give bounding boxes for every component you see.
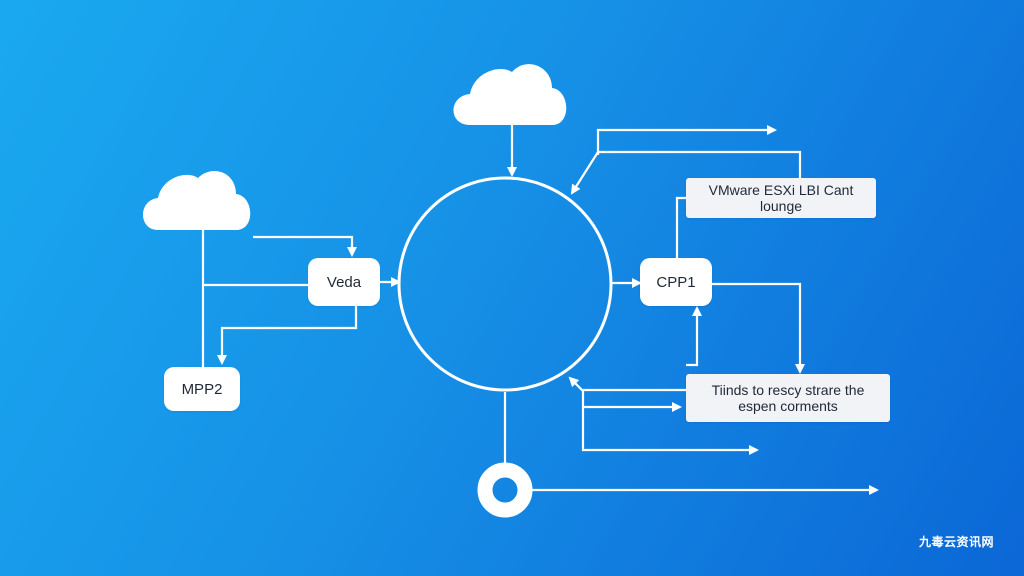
node-mpp2: MPP2 — [164, 367, 240, 411]
node-note: Tiinds to rescy strare the espen corment… — [686, 374, 890, 422]
central-hub-circle — [397, 176, 613, 392]
cloud-icon-left — [143, 171, 251, 230]
note-line-2: espen corments — [738, 398, 838, 414]
connector-top-to-veda — [253, 235, 357, 257]
connector-bracket-note — [581, 390, 759, 455]
note-line-1: Tiinds to rescy strare the — [711, 382, 865, 398]
bottom-node-ring — [477, 462, 533, 518]
node-vmware-label: VMware ESXi LBI Cant lounge — [686, 178, 876, 218]
node-cpp1: CPP1 — [640, 258, 712, 306]
cloud-icon-top — [453, 64, 567, 125]
connector-note-to-hub — [568, 376, 686, 392]
connector-cpp1-to-note — [710, 282, 805, 374]
watermark-logo: 九毒云资讯网 — [918, 535, 994, 549]
connector-to-hub-top-right — [570, 150, 802, 195]
connector-veda-to-mpp2 — [217, 305, 358, 365]
connector-note-to-cpp1 — [686, 306, 702, 367]
connector-top-arrow-out — [596, 125, 777, 155]
connector-cpp1-to-vmware — [675, 196, 686, 262]
node-veda: Veda — [308, 258, 380, 306]
